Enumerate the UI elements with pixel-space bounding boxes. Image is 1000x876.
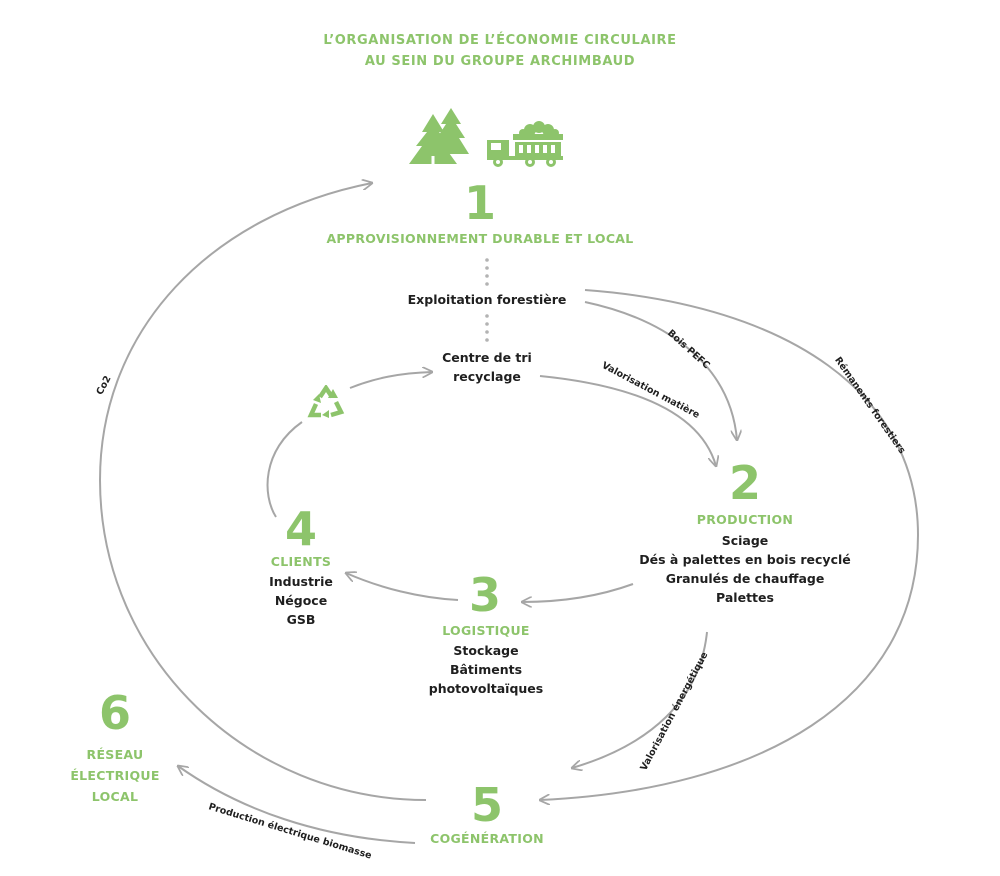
arrow-logistique-clients [346, 573, 459, 601]
node-2-title: PRODUCTION [696, 512, 794, 527]
node-3-number: 3 [468, 568, 501, 622]
log-truck-icon [487, 121, 563, 167]
node-4-item: GSB [286, 612, 316, 627]
node-6-number: 6 [98, 686, 131, 740]
node-2-list: Sciage Dés à palettes en bois recyclé Gr… [615, 531, 875, 607]
node-2-number: 2 [728, 456, 761, 510]
node-4-list: Industrie Négoce GSB [231, 572, 371, 629]
node-1-number: 1 [463, 176, 496, 230]
node-4-item: Négoce [274, 593, 328, 608]
diagram-title: L’ORGANISATION DE L’ÉCONOMIE CIRCULAIRE … [0, 30, 1000, 72]
arrow-recycle-centre [349, 372, 432, 389]
centre-de-tri-line-2: recyclage [453, 369, 521, 384]
node-2-item: Palettes [716, 590, 774, 605]
arrow-co2 [98, 183, 427, 801]
title-line-1: L’ORGANISATION DE L’ÉCONOMIE CIRCULAIRE [323, 33, 677, 48]
arrow-valorisation-energetique [572, 631, 708, 768]
node-4-number: 4 [284, 502, 317, 556]
node-5-number: 5 [470, 778, 503, 832]
node-3-item: Bâtiments [449, 662, 523, 677]
node-3-list: Stockage Bâtiments photovoltaïques [386, 641, 586, 698]
node-4-title: CLIENTS [270, 554, 332, 569]
node-6-line: ÉLECTRIQUE [70, 768, 160, 783]
centre-de-tri-line-1: Centre de tri [442, 350, 532, 365]
node-1-centre-de-tri: Centre de tri recyclage [407, 348, 567, 386]
node-3-item: photovoltaïques [428, 681, 544, 696]
node-2-item: Sciage [721, 533, 769, 548]
node-6-line: LOCAL [91, 789, 139, 804]
node-2-item: Dés à palettes en bois recyclé [639, 552, 851, 567]
title-line-2: AU SEIN DU GROUPE ARCHIMBAUD [364, 54, 636, 69]
node-3-title: LOGISTIQUE [442, 623, 530, 638]
arrow-production-logistique [522, 583, 634, 602]
arrow-valorisation-matiere [539, 375, 716, 466]
recycle-icon [307, 385, 345, 418]
node-6-line: RÉSEAU [86, 747, 144, 762]
node-1-exploitation: Exploitation forestière [407, 292, 567, 307]
node-5-title: COGÉNÉRATION [430, 831, 544, 846]
node-2-item: Granulés de chauffage [665, 571, 825, 586]
node-3-item: Stockage [453, 643, 519, 658]
node-6-title: RÉSEAU ÉLECTRIQUE LOCAL [55, 744, 175, 807]
forest-icon [409, 108, 469, 164]
arrow-clients-recycle [266, 421, 303, 518]
arrow-production-electrique [178, 766, 416, 844]
node-1-title: APPROVISIONNEMENT DURABLE ET LOCAL [326, 231, 634, 246]
arrow-bois-pefc [584, 301, 737, 440]
node-4-item: Industrie [269, 574, 333, 589]
arrow-remanents [540, 289, 920, 800]
